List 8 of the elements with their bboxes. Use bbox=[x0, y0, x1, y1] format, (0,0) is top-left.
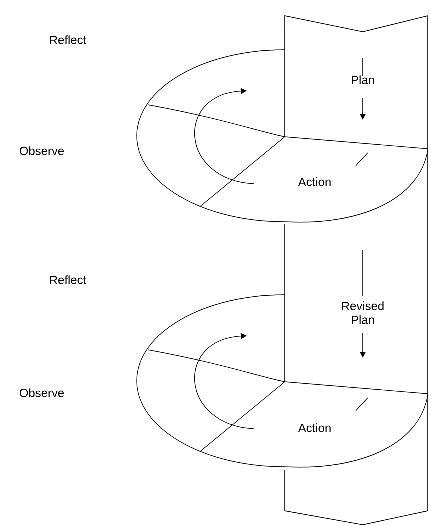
stage-label: Action bbox=[298, 178, 331, 186]
stage-label: Observe bbox=[20, 388, 64, 398]
stage-label: Reflect bbox=[50, 36, 86, 44]
stage-label: Observe bbox=[20, 146, 64, 156]
stage-label: Plan bbox=[352, 76, 374, 84]
stage-label: Action bbox=[298, 424, 331, 432]
stage-label: Revised Plan bbox=[342, 302, 384, 324]
stage-label: Reflect bbox=[50, 276, 86, 284]
